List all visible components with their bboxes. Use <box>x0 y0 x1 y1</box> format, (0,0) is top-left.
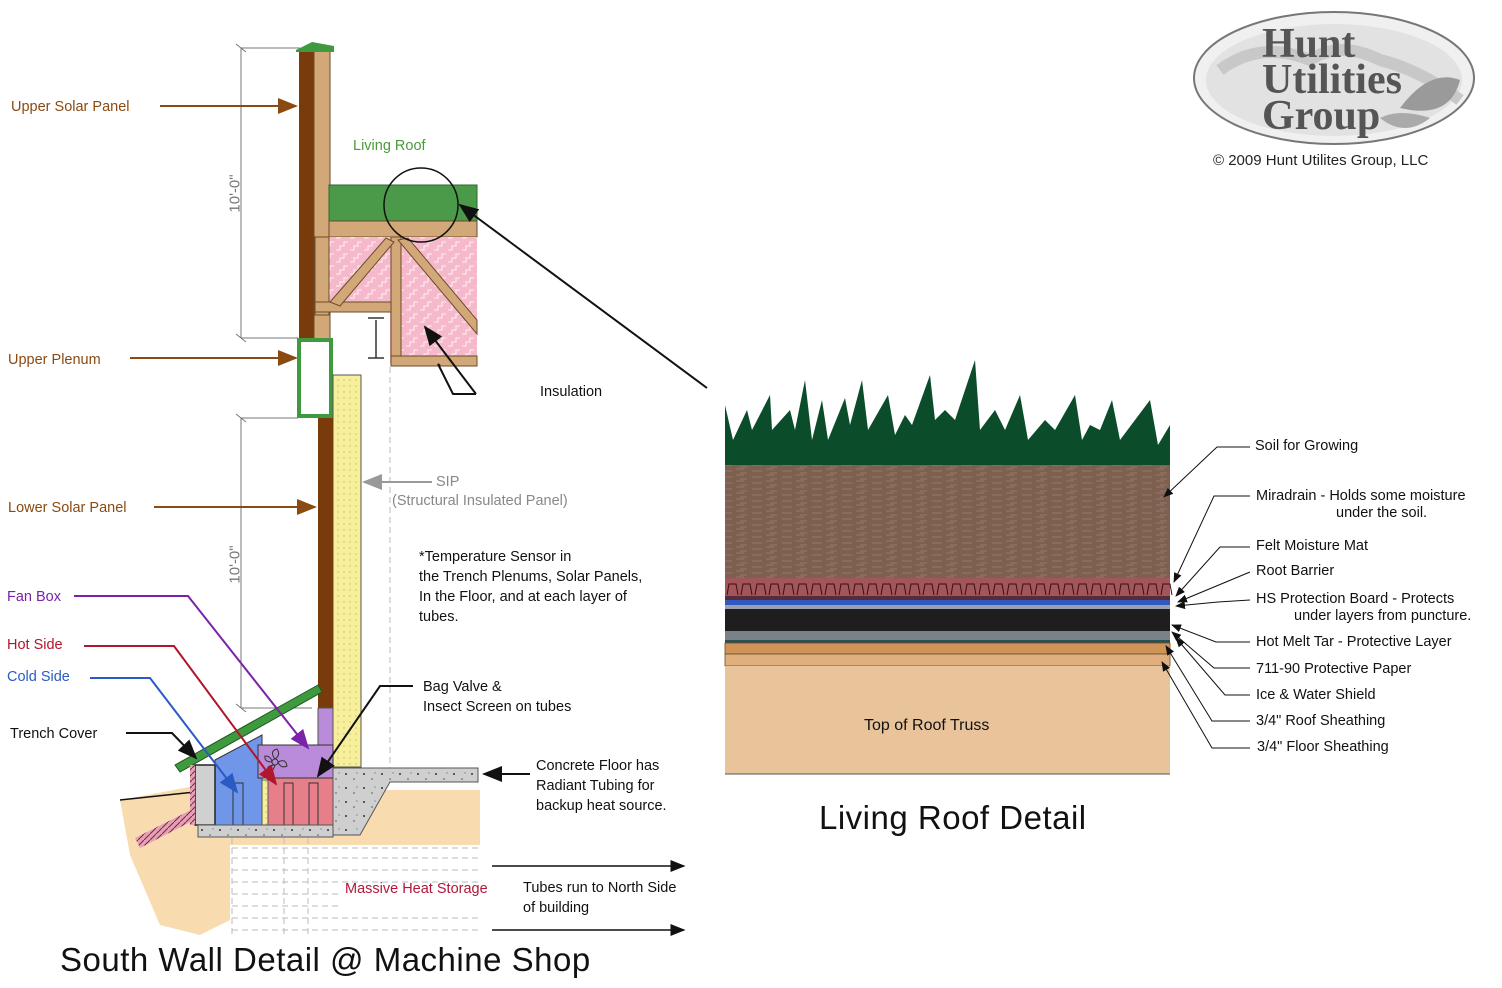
leaf-icon <box>1400 77 1460 111</box>
layer-label-hs-board: HS Protection Board - Protects <box>1256 591 1455 607</box>
concrete-note-line: backup heat source. <box>536 798 667 814</box>
temp-note-line: the Trench Plenums, Solar Panels, <box>419 569 643 585</box>
tar-layer <box>725 609 1170 631</box>
temperature-note: *Temperature Sensor in the Trench Plenum… <box>419 547 642 627</box>
living-roof-slab <box>328 184 478 222</box>
layer-label-ice-shield: Ice & Water Shield <box>1256 687 1376 703</box>
concrete-note-line: Concrete Floor has <box>536 758 660 774</box>
panel-cap <box>296 42 334 52</box>
living-roof-section <box>724 360 1173 775</box>
upper-solar-panel <box>299 50 314 340</box>
label-cold-side: Cold Side <box>7 669 70 685</box>
earth-fill <box>120 785 480 935</box>
concrete-floor <box>332 767 479 836</box>
logo-line-3: Group <box>1262 93 1381 139</box>
grass-layer <box>725 360 1170 465</box>
label-fan-box: Fan Box <box>7 589 61 605</box>
layer-label-miradrain: Miradrain - Holds some moisture <box>1256 488 1466 504</box>
detail-callout-line <box>458 203 708 389</box>
label-sip: SIP <box>436 474 460 490</box>
truss-layer <box>725 666 1170 774</box>
layer-label-roof-sheathing: 3/4" Roof Sheathing <box>1256 713 1386 729</box>
miradrain-layer <box>725 578 1170 596</box>
layer-label-tar: Hot Melt Tar - Protective Layer <box>1256 634 1452 650</box>
ice-shield-layer <box>725 640 1170 643</box>
label-trench-cover: Trench Cover <box>10 726 98 742</box>
trench-hatch <box>135 808 198 848</box>
roof-sheathing-layer <box>724 642 1171 655</box>
logo-line-2: Utilities <box>1262 57 1402 103</box>
label-sip-full: (Structural Insulated Panel) <box>392 493 568 509</box>
label-roof-truss: Top of Roof Truss <box>864 717 990 734</box>
tubes-note-line: of building <box>523 900 590 916</box>
dimension-lower: 10'-0" <box>226 545 244 584</box>
temp-note-line: In the Floor, and at each layer of <box>419 589 627 605</box>
copyright-text: © 2009 Hunt Utilites Group, LLC <box>1213 152 1429 169</box>
lower-solar-panel <box>318 418 333 708</box>
layer-label-floor-sheathing: 3/4" Floor Sheathing <box>1257 739 1389 755</box>
label-upper-plenum: Upper Plenum <box>8 352 101 368</box>
temp-note-line: *Temperature Sensor in <box>419 549 572 565</box>
floor-sheathing-layer <box>724 653 1171 667</box>
layer-label-root-barrier: Root Barrier <box>1256 563 1335 579</box>
label-hot-side: Hot Side <box>7 637 63 653</box>
label-insulation: Insulation <box>540 384 603 400</box>
temp-note-line: tubes. <box>419 609 459 625</box>
hot-side-plenum <box>267 777 334 826</box>
label-living-roof: Living Roof <box>353 138 426 154</box>
label-upper-solar-panel: Upper Solar Panel <box>11 99 130 115</box>
trench-floor-slab <box>197 824 334 838</box>
soil-layer <box>725 465 1170 578</box>
bag-valve-line: Insect Screen on tubes <box>423 699 572 715</box>
south-wall-title: South Wall Detail @ Machine Shop <box>60 941 591 978</box>
i-beam <box>368 317 384 359</box>
company-logo <box>1193 11 1475 145</box>
felt-mat-layer <box>725 596 1170 600</box>
living-roof-title: Living Roof Detail <box>819 799 1087 836</box>
living-roof-callouts <box>1161 446 1251 749</box>
detail-callout-circle <box>383 167 459 243</box>
dimension-upper: 10'-0" <box>226 174 244 213</box>
label-massive-heat-storage: Massive Heat Storage <box>345 881 488 897</box>
bag-valve-note: Bag Valve & Insect Screen on tubes <box>423 677 571 717</box>
concrete-floor-note: Concrete Floor has Radiant Tubing for ba… <box>536 756 667 816</box>
concrete-note-line: Radiant Tubing for <box>536 778 655 794</box>
upper-plenum <box>297 338 333 418</box>
layer-label-felt: Felt Moisture Mat <box>1256 538 1368 554</box>
block-wall <box>194 764 216 826</box>
layer-label-paper: 711-90 Protective Paper <box>1256 661 1412 677</box>
label-lower-solar-panel: Lower Solar Panel <box>8 500 127 516</box>
trench-cover <box>174 684 323 773</box>
heat-storage-tubes <box>231 838 480 935</box>
sip-panel <box>332 374 362 768</box>
bag-valve-line: Bag Valve & <box>423 679 502 695</box>
layer-label-miradrain-2: under the soil. <box>1336 505 1428 521</box>
tubes-note-line: Tubes run to North Side <box>523 880 677 896</box>
tubes-run-note: Tubes run to North Side of building <box>523 878 676 918</box>
layer-label-soil: Soil for Growing <box>1255 438 1359 454</box>
root-barrier-layer <box>725 600 1170 605</box>
logo-line-1: Hunt <box>1262 21 1356 67</box>
layer-label-hs-board-2: under layers from puncture. <box>1294 608 1472 624</box>
paper-layer <box>725 631 1170 640</box>
hs-board-layer <box>725 605 1170 609</box>
